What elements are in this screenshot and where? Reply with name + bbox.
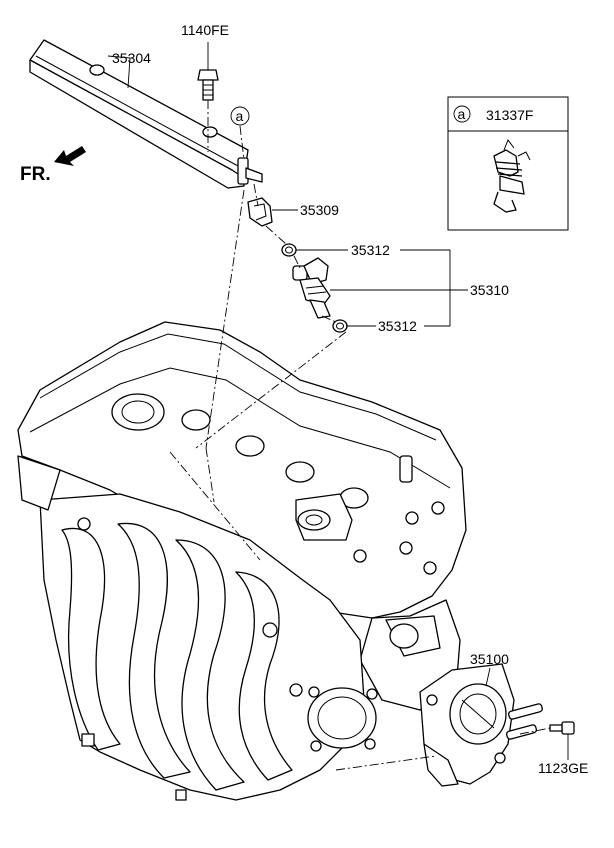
bolt-1140fe[interactable]	[197, 69, 219, 101]
front-arrow-icon	[54, 146, 86, 166]
inset-callout-circle	[453, 105, 471, 123]
front-indicator: FR.	[20, 146, 86, 185]
label-1123ge: 1123GE	[538, 760, 588, 776]
label-1140fe: 1140FE	[181, 22, 229, 38]
fuel-injector[interactable]	[292, 257, 331, 319]
inset-part-number: 31337F	[486, 107, 533, 123]
clip-31337f	[493, 138, 531, 213]
label-35312-lower: 35312	[378, 318, 417, 334]
oring-upper[interactable]	[281, 243, 297, 257]
front-label: FR.	[20, 164, 51, 185]
oring-upper-inner	[285, 246, 293, 254]
fuel-rail[interactable]	[29, 39, 263, 189]
label-35304: 35304	[112, 50, 151, 66]
engine-assembly	[17, 321, 467, 801]
callout-a-circle	[230, 106, 250, 126]
assembly-lines	[169, 100, 551, 771]
oring-lower[interactable]	[332, 319, 348, 333]
bolt-1123ge[interactable]	[549, 721, 575, 735]
label-35100: 35100	[470, 651, 509, 667]
clip-35309[interactable]	[247, 197, 273, 227]
label-35309: 35309	[300, 202, 339, 218]
label-35310: 35310	[470, 282, 509, 298]
oring-lower-inner	[336, 322, 344, 330]
inset-callout-symbol: a	[458, 106, 466, 122]
callout-a-symbol: a	[236, 108, 244, 124]
inset-box: a 31337F	[447, 96, 569, 231]
throttle-body[interactable]	[419, 663, 543, 787]
label-35312-upper: 35312	[351, 242, 390, 258]
leader-lines	[107, 42, 569, 760]
